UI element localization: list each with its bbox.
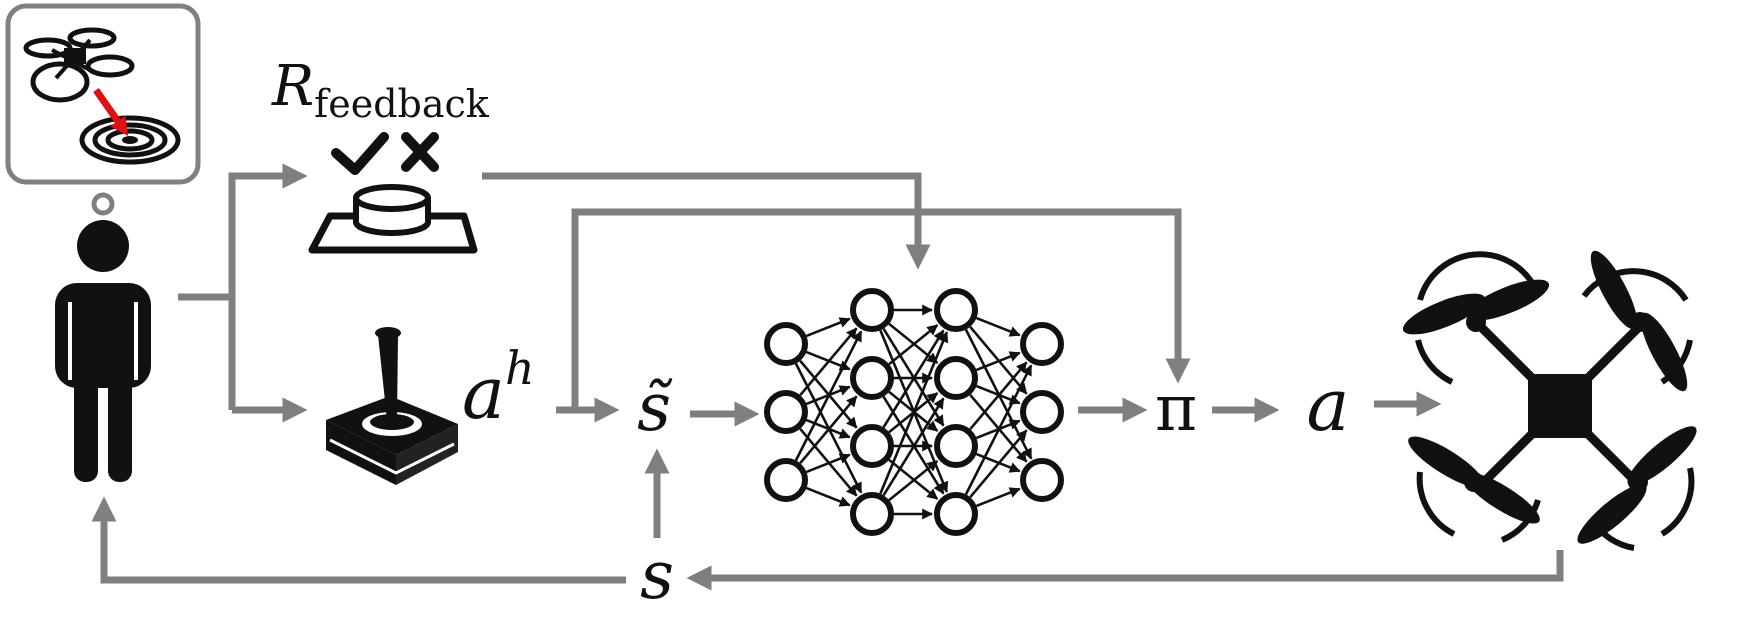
- network-edge: [975, 351, 1021, 372]
- network-edge: [882, 397, 945, 496]
- network-node: [934, 424, 978, 468]
- network-edge: [969, 361, 1028, 431]
- thought-dot-icon: [91, 192, 115, 216]
- network-node: [1020, 390, 1064, 434]
- action-label: a: [1307, 363, 1350, 447]
- state-label: s: [640, 537, 674, 614]
- network-edge: [799, 395, 858, 465]
- person-icon: [55, 220, 151, 482]
- network-edge: [964, 364, 1033, 495]
- network-edge: [888, 460, 939, 502]
- network-edge: [975, 487, 1021, 508]
- network-node: [1020, 458, 1064, 502]
- network-edge: [975, 316, 1021, 337]
- network-edge: [794, 330, 863, 461]
- human-action-label: ah: [462, 341, 535, 435]
- network-edge: [879, 331, 949, 495]
- shaped-state-label: s̃: [637, 369, 673, 446]
- feedback-check-cross-button-icon: [308, 132, 478, 254]
- network-edge: [888, 324, 939, 366]
- drone-to-target-thought-bubble-icon: [5, 3, 201, 185]
- network-node: [850, 288, 894, 332]
- quadrotor-drone-icon: [1402, 250, 1697, 551]
- neural-network-icon: [764, 288, 1064, 536]
- network-edge: [805, 486, 851, 507]
- network-edge: [969, 429, 1028, 499]
- network-node: [764, 458, 808, 502]
- feedback-label: Rfeedback: [271, 54, 490, 126]
- network-node: [934, 356, 978, 400]
- network-node: [934, 492, 978, 536]
- network-node: [764, 322, 808, 366]
- policy-label: π: [1155, 372, 1197, 446]
- network-node: [934, 288, 978, 332]
- network-node: [850, 356, 894, 400]
- network-edge: [882, 329, 945, 428]
- network-node: [1020, 322, 1064, 366]
- network-edge: [805, 453, 851, 474]
- network-node: [850, 424, 894, 468]
- joystick-icon: [326, 327, 458, 485]
- flow-arrows: [91, 163, 1564, 591]
- network-node: [764, 390, 808, 434]
- network-node: [850, 492, 894, 536]
- network-edge: [805, 317, 851, 338]
- network-edge: [799, 327, 858, 397]
